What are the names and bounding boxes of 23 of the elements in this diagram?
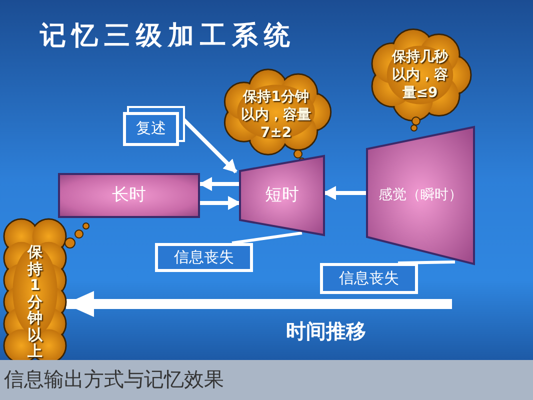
callout-box xyxy=(320,263,418,294)
node-label: 保持1分钟以内，容量7±2 xyxy=(241,88,311,143)
node-label: 短时 xyxy=(265,184,299,207)
node-label: 复述 xyxy=(136,119,166,139)
node-label: 信息丧失 xyxy=(174,248,234,268)
node-label: 长时 xyxy=(112,184,146,207)
node-label: 保持几秒以内，容量≤9 xyxy=(390,48,450,103)
arrow xyxy=(323,186,367,200)
leader-line xyxy=(232,232,302,244)
node-label: 保持1分钟以上 xyxy=(28,244,42,360)
diagram-title: 记忆三级加工系统 xyxy=(40,20,297,53)
node-label: 感觉（瞬时） xyxy=(378,186,462,205)
axis-label: 时间推移 xyxy=(286,318,366,345)
arrow xyxy=(199,177,240,191)
memory-trapezoid xyxy=(367,127,474,264)
arrow xyxy=(65,291,452,317)
memory-box xyxy=(58,173,200,218)
node-label: 信息丧失 xyxy=(339,268,399,288)
callout-box xyxy=(155,243,253,272)
memory-trapezoid xyxy=(240,156,324,235)
caption: 信息输出方式与记忆效果 xyxy=(4,366,224,393)
leader-line xyxy=(398,260,456,264)
arrow xyxy=(200,196,241,210)
